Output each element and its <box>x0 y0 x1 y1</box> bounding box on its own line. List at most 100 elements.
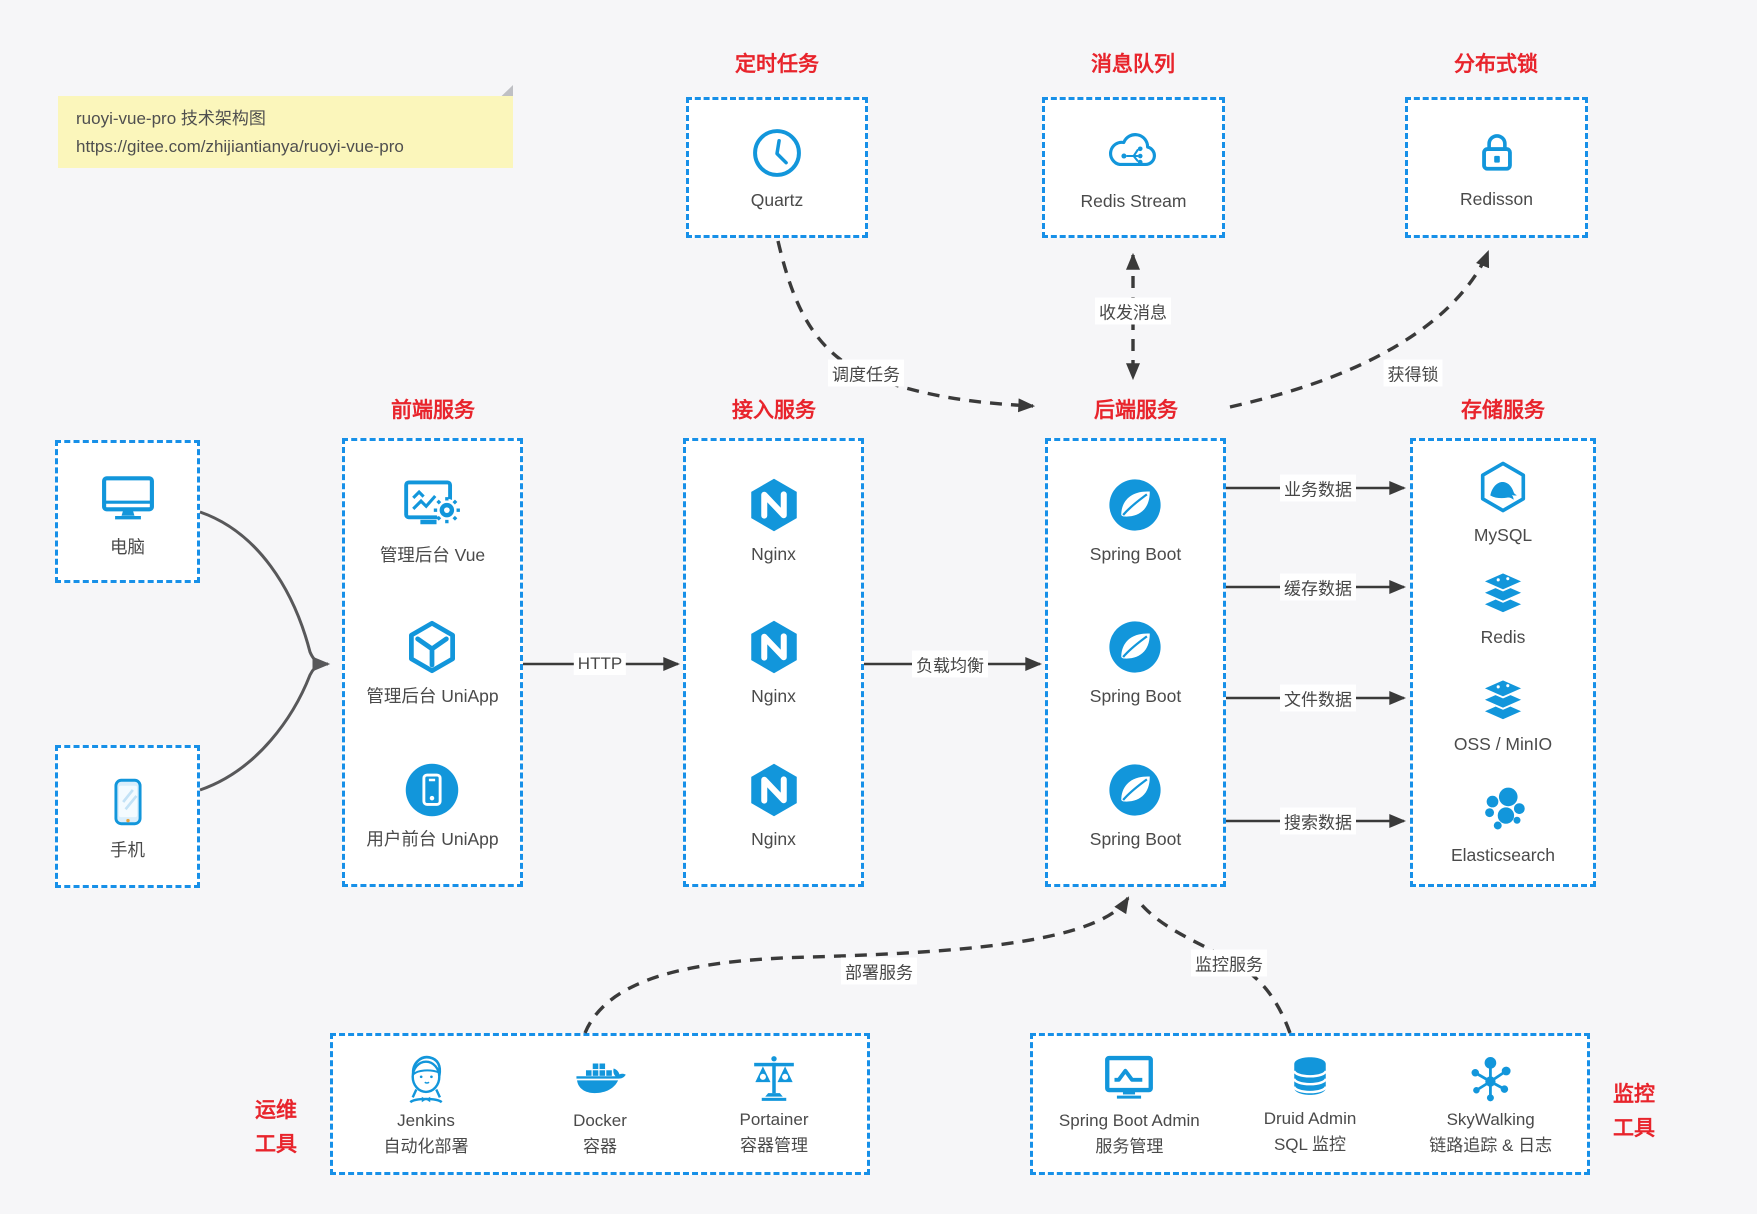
docker-icon <box>571 1049 629 1107</box>
sticky-note: ruoyi-vue-pro 技术架构图 https://gitee.com/zh… <box>58 96 513 168</box>
spring-icon <box>1105 475 1165 535</box>
service-item: Elasticsearch <box>1451 769 1555 876</box>
title-frontend-services: 前端服务 <box>391 399 475 422</box>
service-item-label: 用户前台 UniApp <box>366 828 499 849</box>
tool-desc: SQL 监控 <box>1273 1135 1347 1154</box>
service-item: Spring Boot <box>1090 734 1181 876</box>
service-item-label: Spring Boot <box>1089 828 1182 849</box>
title-storage-services: 存储服务 <box>1461 399 1545 422</box>
service-item-label: Nginx <box>751 686 796 707</box>
desktop-icon <box>97 466 159 528</box>
service-item-label: Redisson <box>1460 188 1533 209</box>
nginx-icon <box>744 760 804 820</box>
note-title: ruoyi-vue-pro 技术架构图 <box>76 109 266 128</box>
service-item-label: Redis <box>1480 627 1526 648</box>
ops-tools-label-line1: 运维 <box>255 1099 297 1122</box>
edge-label-schedule-task: 调度任务 <box>828 359 904 387</box>
service-item-label: Spring Boot <box>1089 544 1182 565</box>
monitor-tools-side-label: 监控 工具 <box>1602 1078 1666 1145</box>
service-item: 电脑 <box>97 451 159 572</box>
edge-label-search-data: 搜索数据 <box>1280 807 1356 835</box>
tool-name: Docker <box>573 1111 627 1131</box>
gateway-services-box: Nginx Nginx Nginx <box>683 438 864 887</box>
tool-item: Portainer 容器管理 <box>687 1050 861 1158</box>
service-item-label: Nginx <box>751 544 796 565</box>
tool-item: Docker 容器 <box>513 1049 687 1159</box>
clock-icon <box>749 125 805 181</box>
tool-name: Druid Admin <box>1263 1109 1357 1129</box>
topology-icon <box>1463 1050 1519 1106</box>
edge-label-message: 收发消息 <box>1095 297 1171 325</box>
service-item: 管理后台 UniApp <box>366 591 499 733</box>
tool-name: Portainer <box>739 1110 809 1130</box>
tool-item: Jenkins 自动化部署 <box>339 1049 513 1159</box>
pc-client-box: 电脑 <box>55 440 200 583</box>
edge-label-load-balance: 负载均衡 <box>912 650 988 678</box>
service-item: Nginx <box>744 734 804 876</box>
spring-icon <box>1105 760 1165 820</box>
quartz-box: Quartz <box>686 97 868 238</box>
service-item: Quartz <box>749 108 805 227</box>
title-backend-services: 后端服务 <box>1094 399 1178 422</box>
client-merge-curves <box>199 510 331 792</box>
service-item: OSS / MinIO <box>1454 663 1552 770</box>
database-icon <box>1283 1051 1337 1105</box>
service-item: 用户前台 UniApp <box>366 734 499 876</box>
spring-icon <box>1105 617 1165 677</box>
service-item-label: 电脑 <box>110 536 145 557</box>
phone-icon <box>99 773 157 831</box>
backend-services-box: Spring Boot Spring Boot Spring Boot <box>1045 438 1226 887</box>
service-item-label: Spring Boot <box>1089 686 1182 707</box>
tool-name: Jenkins <box>397 1111 455 1131</box>
frontend-services-box: 管理后台 Vue 管理后台 UniApp 用户前台 UniApp <box>342 438 523 887</box>
acquire-lock-curve <box>1229 250 1490 409</box>
tool-item: Spring Boot Admin 服务管理 <box>1039 1049 1220 1159</box>
service-item-label: OSS / MinIO <box>1453 733 1553 754</box>
cube-icon <box>402 617 462 677</box>
tool-item: Druid Admin SQL 监控 <box>1220 1051 1401 1157</box>
schedule-task-curve <box>776 240 1036 413</box>
tool-item: SkyWalking 链路追踪 & 日志 <box>1400 1050 1581 1158</box>
edge-label-business-data: 业务数据 <box>1280 474 1356 502</box>
service-item-label: Redis Stream <box>1080 190 1187 211</box>
elasticsearch-icon <box>1475 780 1531 836</box>
edge-label-deploy: 部署服务 <box>841 957 917 985</box>
mysql-icon <box>1474 458 1532 516</box>
service-item: MySQL <box>1474 449 1532 556</box>
service-item: Spring Boot <box>1090 591 1181 733</box>
jenkins-icon <box>397 1049 455 1107</box>
note-url[interactable]: https://gitee.com/zhijiantianya/ruoyi-vu… <box>76 136 404 156</box>
nginx-icon <box>744 475 804 535</box>
monitor-chart-icon <box>1100 1049 1158 1107</box>
service-item-label: Quartz <box>750 189 804 210</box>
edge-label-cache-data: 缓存数据 <box>1280 573 1356 601</box>
tool-desc: 服务管理 <box>1095 1137 1164 1156</box>
storage-services-box: MySQL Redis OSS / MinIO Elasticsearch <box>1410 438 1596 887</box>
service-item: Nginx <box>744 449 804 591</box>
mobile-client-box: 手机 <box>55 745 200 888</box>
service-item: Redis Stream <box>1080 108 1187 227</box>
service-item-label: 管理后台 Vue <box>379 545 486 566</box>
service-item-label: Nginx <box>751 828 796 849</box>
cloud-queue-icon <box>1104 124 1162 182</box>
redis-stream-box: Redis Stream <box>1042 97 1225 238</box>
title-scheduled-jobs: 定时任务 <box>735 53 819 76</box>
ops-tools-side-label: 运维 工具 <box>244 1094 308 1161</box>
lock-icon <box>1470 126 1524 180</box>
storage-stack-icon <box>1474 677 1532 725</box>
service-item: 手机 <box>99 756 157 877</box>
service-item: Redisson <box>1460 108 1533 227</box>
tool-name: SkyWalking <box>1446 1110 1535 1130</box>
service-item-label: Elasticsearch <box>1450 844 1556 865</box>
service-item: Nginx <box>744 591 804 733</box>
nginx-icon <box>744 617 804 677</box>
service-item: Spring Boot <box>1090 449 1181 591</box>
monitor-tools-label-line1: 监控 <box>1613 1083 1655 1106</box>
title-distributed-lock: 分布式锁 <box>1454 53 1538 76</box>
service-item: 管理后台 Vue <box>380 449 485 591</box>
ops-tools-box: Jenkins 自动化部署 Docker 容器 Portainer 容器管理 <box>330 1033 870 1175</box>
tool-name: Spring Boot Admin <box>1058 1111 1200 1131</box>
monitor-tools-label-line2: 工具 <box>1613 1116 1655 1140</box>
edge-label-acquire-lock: 获得锁 <box>1383 359 1443 387</box>
edge-label-monitor: 监控服务 <box>1191 949 1267 977</box>
